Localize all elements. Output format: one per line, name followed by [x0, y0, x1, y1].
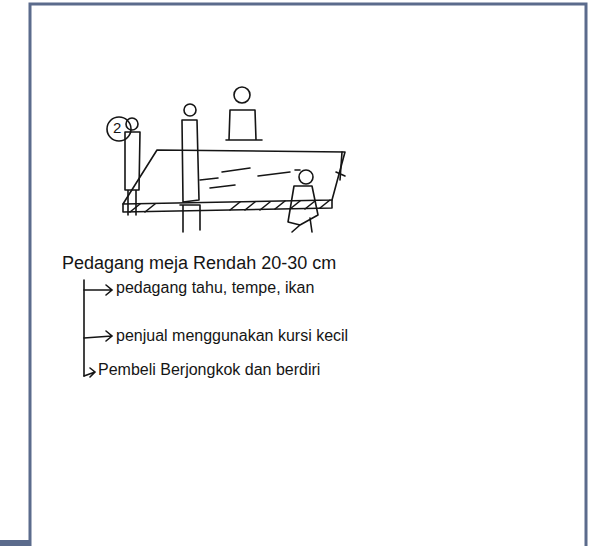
standing-buyer — [125, 132, 140, 215]
person-head — [126, 118, 138, 130]
seated-seller — [226, 110, 262, 140]
person-head — [184, 104, 196, 116]
heading-note: Pedagang meja Rendah 20-30 cm — [62, 253, 392, 275]
bracket-arrow — [84, 331, 112, 341]
bracket-line — [83, 280, 85, 376]
bracket-arrow — [84, 368, 95, 377]
seller-on-stool — [180, 120, 200, 232]
page-frame — [30, 4, 586, 546]
low-table — [123, 150, 345, 204]
callout-number: 2 — [113, 119, 127, 137]
frame-corner — [0, 540, 30, 546]
table-front — [123, 200, 332, 212]
hatching — [130, 200, 330, 212]
sub-note: Pembeli Berjongkok dan berdiri — [98, 360, 408, 379]
person-head — [299, 170, 313, 184]
market-illustration — [123, 87, 345, 232]
goods — [200, 168, 300, 188]
bracket-arrow — [84, 285, 112, 295]
person-head — [234, 87, 250, 103]
squatting-buyer — [288, 186, 318, 232]
sub-note: penjual menggunakan kursi kecil — [116, 326, 416, 345]
sub-note: pedagang tahu, tempe, ikan — [116, 278, 316, 297]
table-edge — [336, 152, 345, 180]
